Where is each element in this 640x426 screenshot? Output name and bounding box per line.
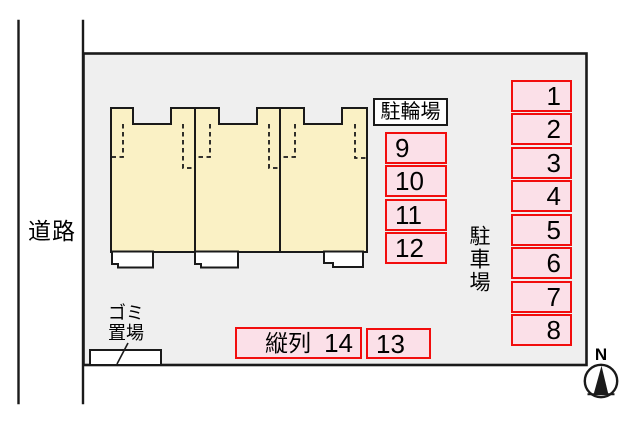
entrance-porch-unit3 [323, 250, 364, 268]
building-outline [110, 107, 368, 253]
parking-stall-3: 3 [511, 146, 572, 179]
overhang-dash-unit1-right [182, 124, 195, 169]
tandem-label: 縦列 [265, 329, 311, 356]
bicycle-stall-9: 9 [385, 131, 447, 164]
road-label: 道路 [28, 218, 76, 244]
overhang-dash-unit3-left [280, 124, 296, 158]
parking-stall-13: 13 [366, 328, 431, 359]
parking-stall-8: 8 [511, 314, 572, 346]
overhang-dash-unit2-right [268, 124, 280, 169]
compass-needle [593, 365, 609, 394]
tandem-number: 14 [324, 328, 353, 358]
entrance-porch-unit1 [111, 250, 154, 269]
bicycle-stall-10: 10 [385, 165, 447, 197]
overhang-dash-unit1-left [111, 124, 124, 158]
parking-stall-1: 1 [511, 79, 572, 112]
garbage-area-rect [89, 349, 162, 366]
overhang-dash-unit2-left [195, 124, 211, 158]
bicycle-stall-11: 11 [385, 198, 447, 231]
bicycle-parking-label-box: 駐輪場 [373, 98, 448, 126]
tandem-stall-box: 縦列 14 [235, 327, 362, 359]
bicycle-stall-12: 12 [385, 232, 447, 264]
parking-stall-7: 7 [511, 280, 572, 313]
parking-area-label: 駐車場 [467, 224, 490, 294]
parking-stall-5: 5 [511, 213, 572, 246]
parking-stall-2: 2 [511, 113, 572, 145]
compass-north-label: N [594, 345, 608, 364]
garbage-label-line1: ゴミ [108, 303, 144, 323]
parking-stall-4: 4 [511, 180, 572, 212]
entrance-porch-unit2 [194, 250, 239, 269]
garbage-label-line2: 置場 [108, 323, 144, 343]
parking-stall-6: 6 [511, 247, 572, 279]
garbage-leader-line [116, 342, 129, 365]
overhang-dash-unit3-right [354, 124, 367, 159]
garbage-label: ゴミ 置場 [98, 303, 154, 343]
